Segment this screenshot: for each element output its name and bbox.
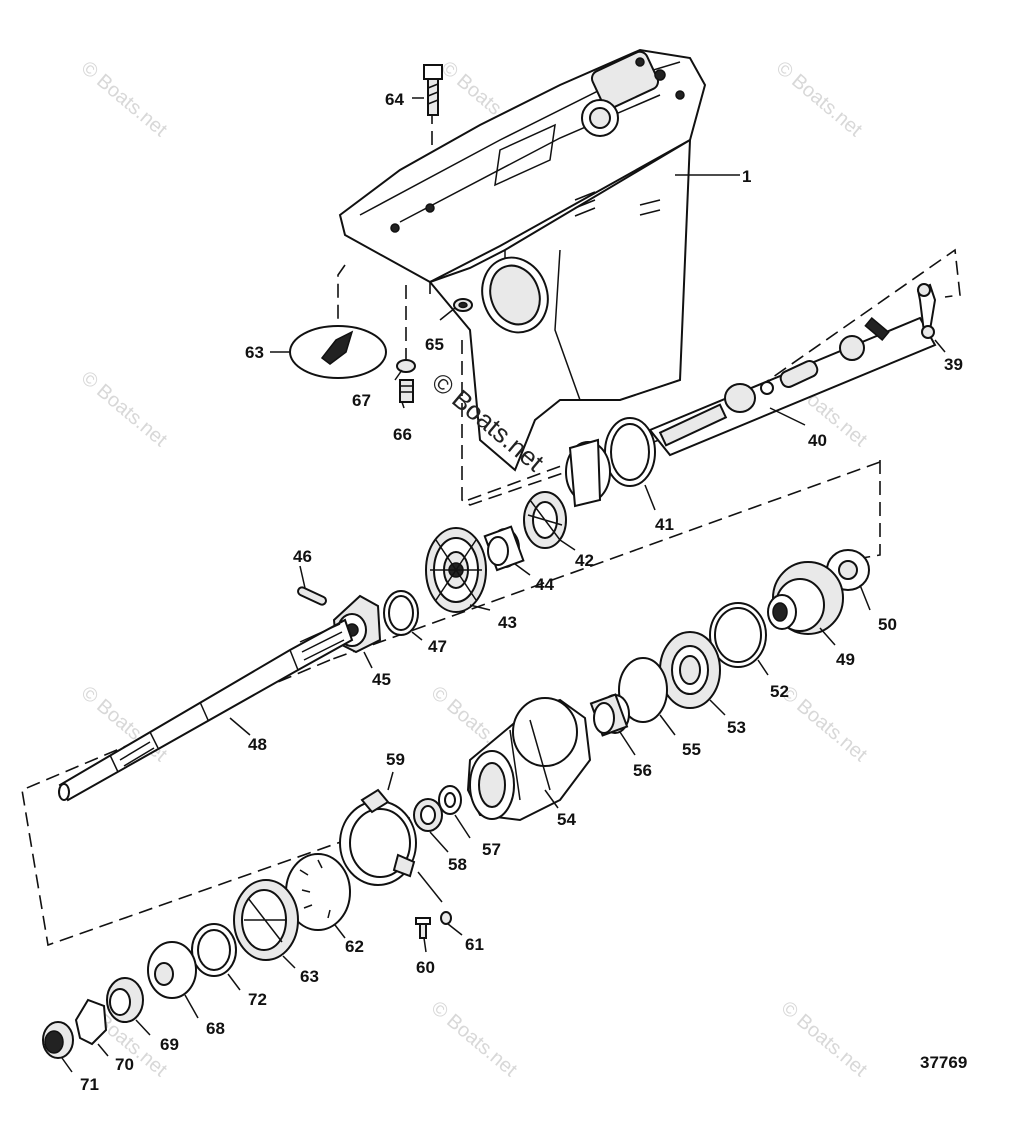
callout-69: 69 [160, 1035, 179, 1054]
callout-68: 68 [206, 1019, 225, 1038]
plate-part-63 [289, 325, 387, 379]
leader-lines [61, 97, 946, 1073]
callout-51: 52 [770, 682, 789, 701]
bolt-part-64 [423, 64, 443, 116]
bearing-carrier-part-53 [466, 697, 592, 822]
screw-part-59 [415, 917, 431, 939]
callout-42: 42 [575, 551, 594, 570]
callout-62: 63 [300, 967, 319, 986]
washer-part-56 [438, 785, 462, 815]
washer-part-60 [440, 911, 452, 925]
pin-part-46 [297, 586, 327, 606]
callout-41: 41 [655, 515, 674, 534]
callout-71: 71 [80, 1075, 99, 1094]
gear-housing-part-1 [338, 48, 707, 472]
callout-46: 46 [293, 547, 312, 566]
callout-67: 67 [352, 391, 371, 410]
nut-part-67 [396, 359, 416, 373]
watermark: © Boats.net [77, 57, 172, 141]
callout-53: 54 [557, 810, 576, 829]
callout-49: 49 [836, 650, 855, 669]
clamp-part-58 [339, 788, 443, 903]
tab-washer-part-61 [285, 853, 351, 931]
callout-57: 58 [448, 855, 467, 874]
bearing-part-55 [589, 693, 630, 737]
callout-40: 40 [808, 431, 827, 450]
watermark: © Boats.net [772, 57, 867, 141]
shim-part-51 [709, 602, 767, 668]
callout-70: 70 [115, 1055, 134, 1074]
callout-65: 65 [425, 335, 444, 354]
watermark: © Boats.net [777, 997, 872, 1081]
callout-55: 56 [633, 761, 652, 780]
tab-washer-part-72 [191, 923, 237, 977]
thrust-hub-part-69 [106, 977, 144, 1023]
callout-54: 55 [682, 740, 701, 759]
callout-58: 59 [386, 750, 405, 769]
washer-part-65 [453, 298, 473, 312]
ring-part-47 [383, 590, 419, 636]
callout-64: 64 [385, 90, 404, 109]
link-part-39 [916, 283, 937, 339]
callout-50: 50 [878, 615, 897, 634]
bearing-part-44 [483, 525, 525, 572]
callout-56: 57 [482, 840, 501, 859]
spacer-part-68 [147, 941, 197, 999]
seal-part-57 [413, 798, 443, 832]
o-ring-part-54 [618, 657, 668, 723]
callout-59: 60 [416, 958, 435, 977]
watermark: © Boats.net [77, 367, 172, 451]
watermark: © Boats.net [427, 997, 522, 1081]
callout-43: 43 [498, 613, 517, 632]
callout-61: 62 [345, 937, 364, 956]
gear-part-49 [767, 561, 844, 635]
propeller-shaft-part-48 [58, 618, 354, 802]
callout-1: 1 [742, 167, 751, 186]
shaft-assembly-part-40 [648, 316, 937, 457]
callout-47: 47 [428, 637, 447, 656]
bearing-part-42 [523, 491, 567, 549]
watermark: © Boats.net [777, 682, 872, 766]
callout-66: 66 [393, 425, 412, 444]
callout-63: 63 [245, 343, 264, 362]
bearing-part-52 [659, 631, 721, 709]
callout-45: 45 [372, 670, 391, 689]
callout-39: 39 [944, 355, 963, 374]
callout-44: 44 [535, 575, 554, 594]
tab-washer-part-70 [74, 998, 108, 1046]
callout-72: 72 [248, 990, 267, 1009]
nut-part-62 [233, 879, 299, 961]
race-part-41 [604, 417, 656, 487]
gear-part-43 [425, 527, 487, 613]
bearing-cup-part-42a [565, 438, 611, 508]
callout-labels: 64 1 63 65 67 66 39 40 41 42 44 43 46 47… [80, 90, 963, 1094]
callout-48: 48 [248, 735, 267, 754]
drawing-number: 37769 [920, 1053, 967, 1072]
callout-60: 61 [465, 935, 484, 954]
nut-part-71 [42, 1021, 74, 1059]
callout-52: 53 [727, 718, 746, 737]
fitting-part-66 [399, 379, 414, 403]
